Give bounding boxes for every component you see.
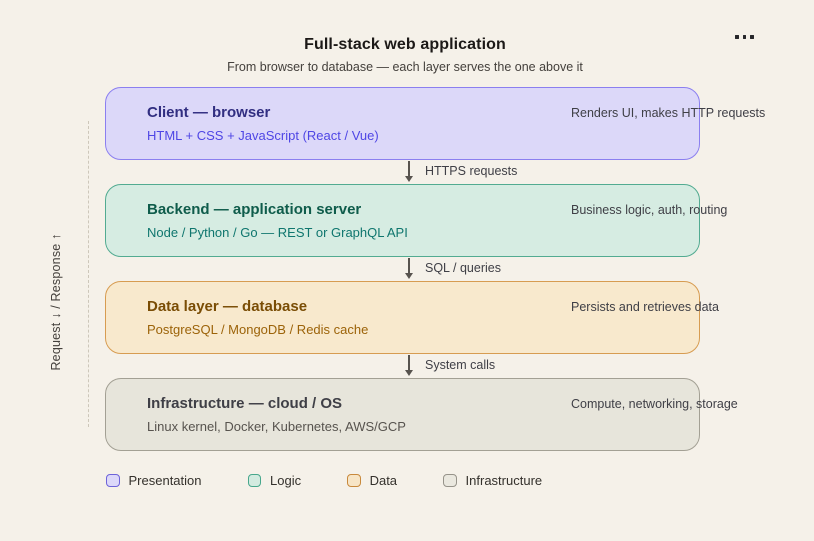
- arrow-down-icon: [405, 355, 413, 376]
- legend-item-presentation: Presentation: [106, 473, 202, 488]
- legend-item-logic: Logic: [247, 473, 302, 488]
- layer-tech-line: HTML + CSS + JavaScript (React / Vue): [147, 128, 379, 143]
- arrow-head: [405, 370, 413, 376]
- connector-label: System calls: [425, 358, 496, 372]
- legend-label: Logic: [270, 473, 302, 488]
- connector-label: HTTPS requests: [425, 164, 518, 178]
- layer-card-data[interactable]: Data layer — database PostgreSQL / Mongo…: [105, 281, 719, 354]
- legend-swatch: [247, 473, 261, 488]
- layer-description: Persists and retrieves data: [571, 300, 719, 314]
- legend: Presentation Logic Data Infrastructure: [106, 473, 542, 488]
- arrow-line: [408, 258, 410, 273]
- legend-item-infrastructure: Infrastructure: [443, 473, 542, 488]
- request-response-guide-line: [88, 121, 89, 427]
- layer-tech-line: Linux kernel, Docker, Kubernetes, AWS/GC…: [147, 419, 406, 434]
- layer-card-infrastructure[interactable]: Infrastructure — cloud / OS Linux kernel…: [105, 378, 738, 451]
- connector-data-infrastructure: System calls: [105, 354, 700, 378]
- arrow-line: [408, 355, 410, 370]
- dot: [735, 35, 739, 39]
- arrow-down-icon: [405, 161, 413, 182]
- dot: [742, 35, 746, 39]
- layer-tech-line: Node / Python / Go — REST or GraphQL API: [147, 225, 408, 240]
- legend-item-data: Data: [347, 473, 397, 488]
- legend-label: Data: [369, 473, 398, 488]
- legend-label: Presentation: [128, 473, 202, 488]
- layer-stack: Client — browser HTML + CSS + JavaScript…: [105, 87, 765, 451]
- layer-description: Business logic, auth, routing: [571, 203, 728, 217]
- layer-title: Data layer — database: [147, 298, 308, 315]
- arrow-line: [408, 161, 410, 176]
- page-title: Full-stack web application: [304, 36, 506, 53]
- layer-title: Backend — application server: [147, 201, 362, 218]
- layer-title: Client — browser: [147, 104, 271, 121]
- legend-swatch: [347, 473, 361, 488]
- page-subtitle: From browser to database — each layer se…: [227, 60, 583, 74]
- arrow-down-icon: [405, 258, 413, 279]
- layer-description: Compute, networking, storage: [571, 397, 738, 411]
- connector-label: SQL / queries: [425, 261, 501, 275]
- layer-title: Infrastructure — cloud / OS: [147, 395, 343, 412]
- connector-client-backend: HTTPS requests: [105, 160, 700, 184]
- more-options-icon[interactable]: [731, 31, 758, 43]
- layer-card-backend[interactable]: Backend — application server Node / Pyth…: [105, 184, 727, 257]
- arrow-head: [405, 176, 413, 182]
- request-response-axis-label: Request ↓ / Response ↑: [49, 233, 63, 371]
- legend-label: Infrastructure: [465, 473, 543, 488]
- legend-swatch: [443, 473, 457, 488]
- arrow-head: [405, 273, 413, 279]
- connector-backend-data: SQL / queries: [105, 257, 700, 281]
- dot: [750, 35, 754, 39]
- layer-card-client[interactable]: Client — browser HTML + CSS + JavaScript…: [105, 87, 765, 160]
- legend-swatch: [106, 473, 120, 488]
- layer-tech-line: PostgreSQL / MongoDB / Redis cache: [147, 322, 369, 337]
- layer-description: Renders UI, makes HTTP requests: [571, 106, 766, 120]
